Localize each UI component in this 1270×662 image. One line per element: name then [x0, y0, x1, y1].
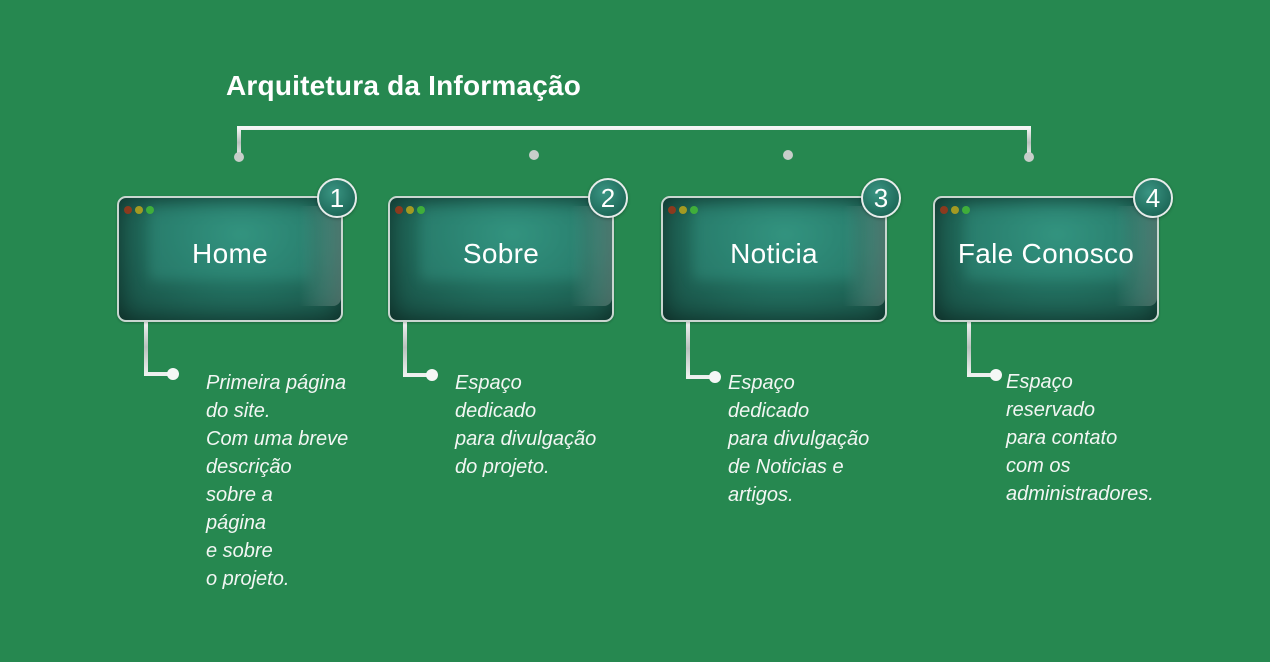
section-description: Espaço reservado para contato com os adm… [1006, 371, 1154, 505]
section-label: Fale Conosco [957, 238, 1135, 269]
section-card-noticia: Noticia [661, 196, 887, 322]
window-dots [668, 206, 698, 214]
section-card-home: Home [117, 196, 343, 322]
desc-connector-1 [144, 320, 172, 376]
section-description: Espaço dedicado para divulgação de Notic… [728, 372, 870, 506]
desc-node-4 [990, 369, 1002, 381]
window-dots [940, 206, 970, 214]
desc-connector-3 [686, 320, 714, 379]
section-number-badge: 1 [317, 178, 357, 218]
desc-connector-2 [403, 320, 431, 377]
section-card-fale-conosco: Fale Conosco [933, 196, 1159, 322]
section-label: Home [192, 238, 268, 269]
section-number-badge: 2 [588, 178, 628, 218]
bus-node-1 [234, 152, 244, 162]
diagram-title: Arquitetura da Informação [226, 70, 582, 101]
desc-node-1 [167, 368, 179, 380]
window-dots [395, 206, 425, 214]
desc-node-3 [709, 371, 721, 383]
section-number-badge: 3 [861, 178, 901, 218]
section-description: Espaço dedicado para divulgação do proje… [455, 372, 597, 478]
section-label: Noticia [730, 238, 818, 269]
section-label: Sobre [462, 238, 540, 269]
window-dots [124, 206, 154, 214]
section-card-sobre: Sobre [388, 196, 614, 322]
bus-node-4 [1024, 152, 1034, 162]
desc-connector-4 [967, 320, 995, 377]
section-description: Primeira página do site. Com uma breve d… [206, 372, 349, 590]
desc-node-2 [426, 369, 438, 381]
section-number-badge: 4 [1133, 178, 1173, 218]
top-bus-line [237, 126, 1031, 157]
bus-node-2 [529, 150, 539, 160]
bus-node-3 [783, 150, 793, 160]
